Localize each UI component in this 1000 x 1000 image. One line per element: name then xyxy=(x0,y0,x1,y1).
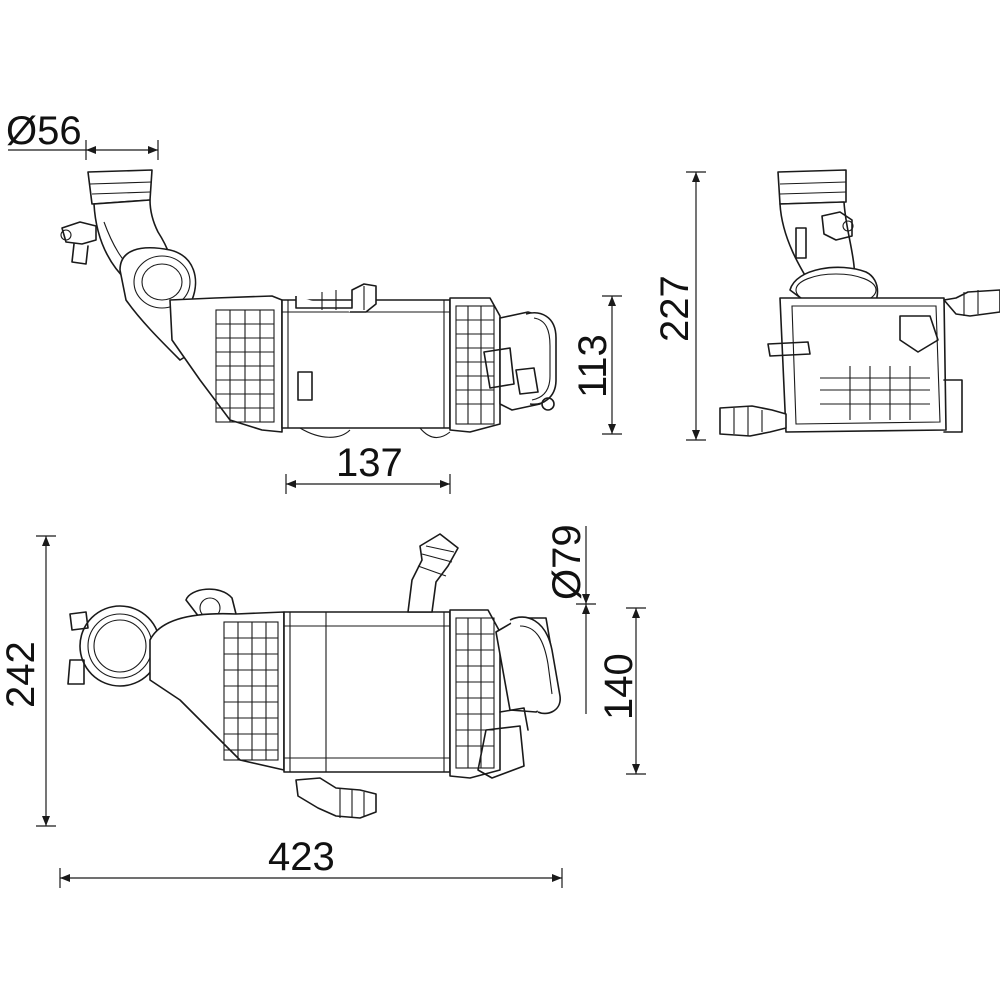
end-tank-grid-right xyxy=(455,305,495,425)
dim-bottom-height xyxy=(36,535,56,827)
dim-side-height xyxy=(686,171,706,441)
dim-core-height-label: 113 xyxy=(571,334,615,398)
dim-outlet-diameter-label: Ø79 xyxy=(545,524,589,600)
front-view xyxy=(60,169,557,439)
end-tank-grid-bottom-right xyxy=(455,617,495,769)
end-tank-grid-left xyxy=(215,309,275,423)
dim-inlet-diameter-label: Ø56 xyxy=(6,109,82,153)
dim-bottom-core-height xyxy=(626,607,646,775)
dim-bottom-core-height-label: 140 xyxy=(597,653,641,720)
dim-core-height xyxy=(602,295,622,435)
dim-outlet-diameter xyxy=(576,526,596,714)
side-view xyxy=(719,169,1000,437)
dim-core-width-label: 137 xyxy=(336,441,403,485)
dim-overall-length-label: 423 xyxy=(268,835,335,879)
dim-core-width xyxy=(285,474,451,494)
bottom-view xyxy=(67,533,561,819)
dim-inlet-diameter xyxy=(8,140,159,160)
dim-side-height-label: 227 xyxy=(653,275,697,342)
dim-overall-length xyxy=(59,868,563,888)
end-tank-grid-bottom-left xyxy=(223,621,279,761)
dim-bottom-height-label: 242 xyxy=(0,641,43,708)
